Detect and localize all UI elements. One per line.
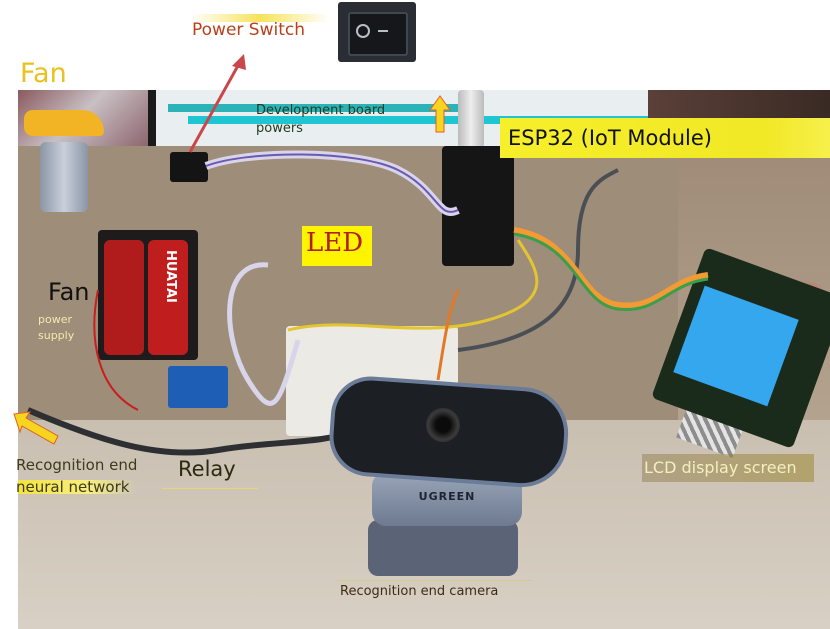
wires (26, 150, 709, 456)
relay-underline (162, 488, 258, 489)
orange-wire (436, 289, 460, 381)
battery (104, 240, 144, 355)
monitor-ui-bar (188, 116, 648, 124)
led-label: LED (306, 228, 364, 258)
fan-motor (40, 142, 88, 212)
fan-power-sublabel: power supply (38, 313, 75, 342)
relay-module (168, 366, 228, 408)
recognition-nn-label: Recognition end neural network (16, 456, 138, 496)
development-board-label: Development board powers (256, 103, 386, 136)
hardware-photo: HUATAI UGREEN (18, 90, 830, 629)
fan-label: Fan (20, 58, 67, 89)
webcam-lens (426, 408, 460, 442)
esp32-board (442, 146, 514, 266)
power-switch-label: Power Switch (192, 20, 306, 40)
power-switch-rocker (348, 12, 408, 56)
fan-blade (24, 110, 104, 136)
rainbow-ribbon (513, 227, 709, 309)
battery (148, 240, 188, 355)
monitor-bezel (148, 90, 156, 160)
monitor-ui-bar (168, 104, 468, 112)
jumper-wire (227, 262, 301, 406)
battery-brand-text: HUATAI (163, 250, 178, 303)
camera-label-line (336, 580, 532, 581)
gray-wire (457, 168, 619, 352)
usb-cable-plug (458, 90, 484, 148)
webcam-base (368, 520, 518, 576)
rocker-switch (170, 152, 208, 182)
lcd-label-highlight (642, 454, 814, 482)
rainbow-ribbon-stripe (513, 232, 709, 312)
ribbon-cable (204, 150, 460, 216)
black-cable (26, 407, 360, 456)
ribbon-cable-stripe (205, 153, 459, 213)
yellow-wire (287, 239, 539, 332)
led-label-highlight (302, 226, 372, 266)
webcam-brand: UGREEN (418, 490, 476, 503)
esp32-label: ESP32 (IoT Module) (508, 126, 712, 150)
esp32-label-highlight (500, 118, 830, 158)
relay-label: Relay (178, 457, 236, 481)
camera-label: Recognition end camera (340, 584, 499, 599)
red-wire (93, 289, 139, 411)
power-switch-highlight (190, 14, 330, 22)
lcd-label: LCD display screen (644, 458, 797, 477)
recognition-nn-highlight (18, 480, 136, 494)
switch-off-symbol-icon (356, 24, 370, 38)
switch-on-symbol-icon (378, 30, 388, 32)
fan-power-label: Fan (48, 278, 90, 306)
